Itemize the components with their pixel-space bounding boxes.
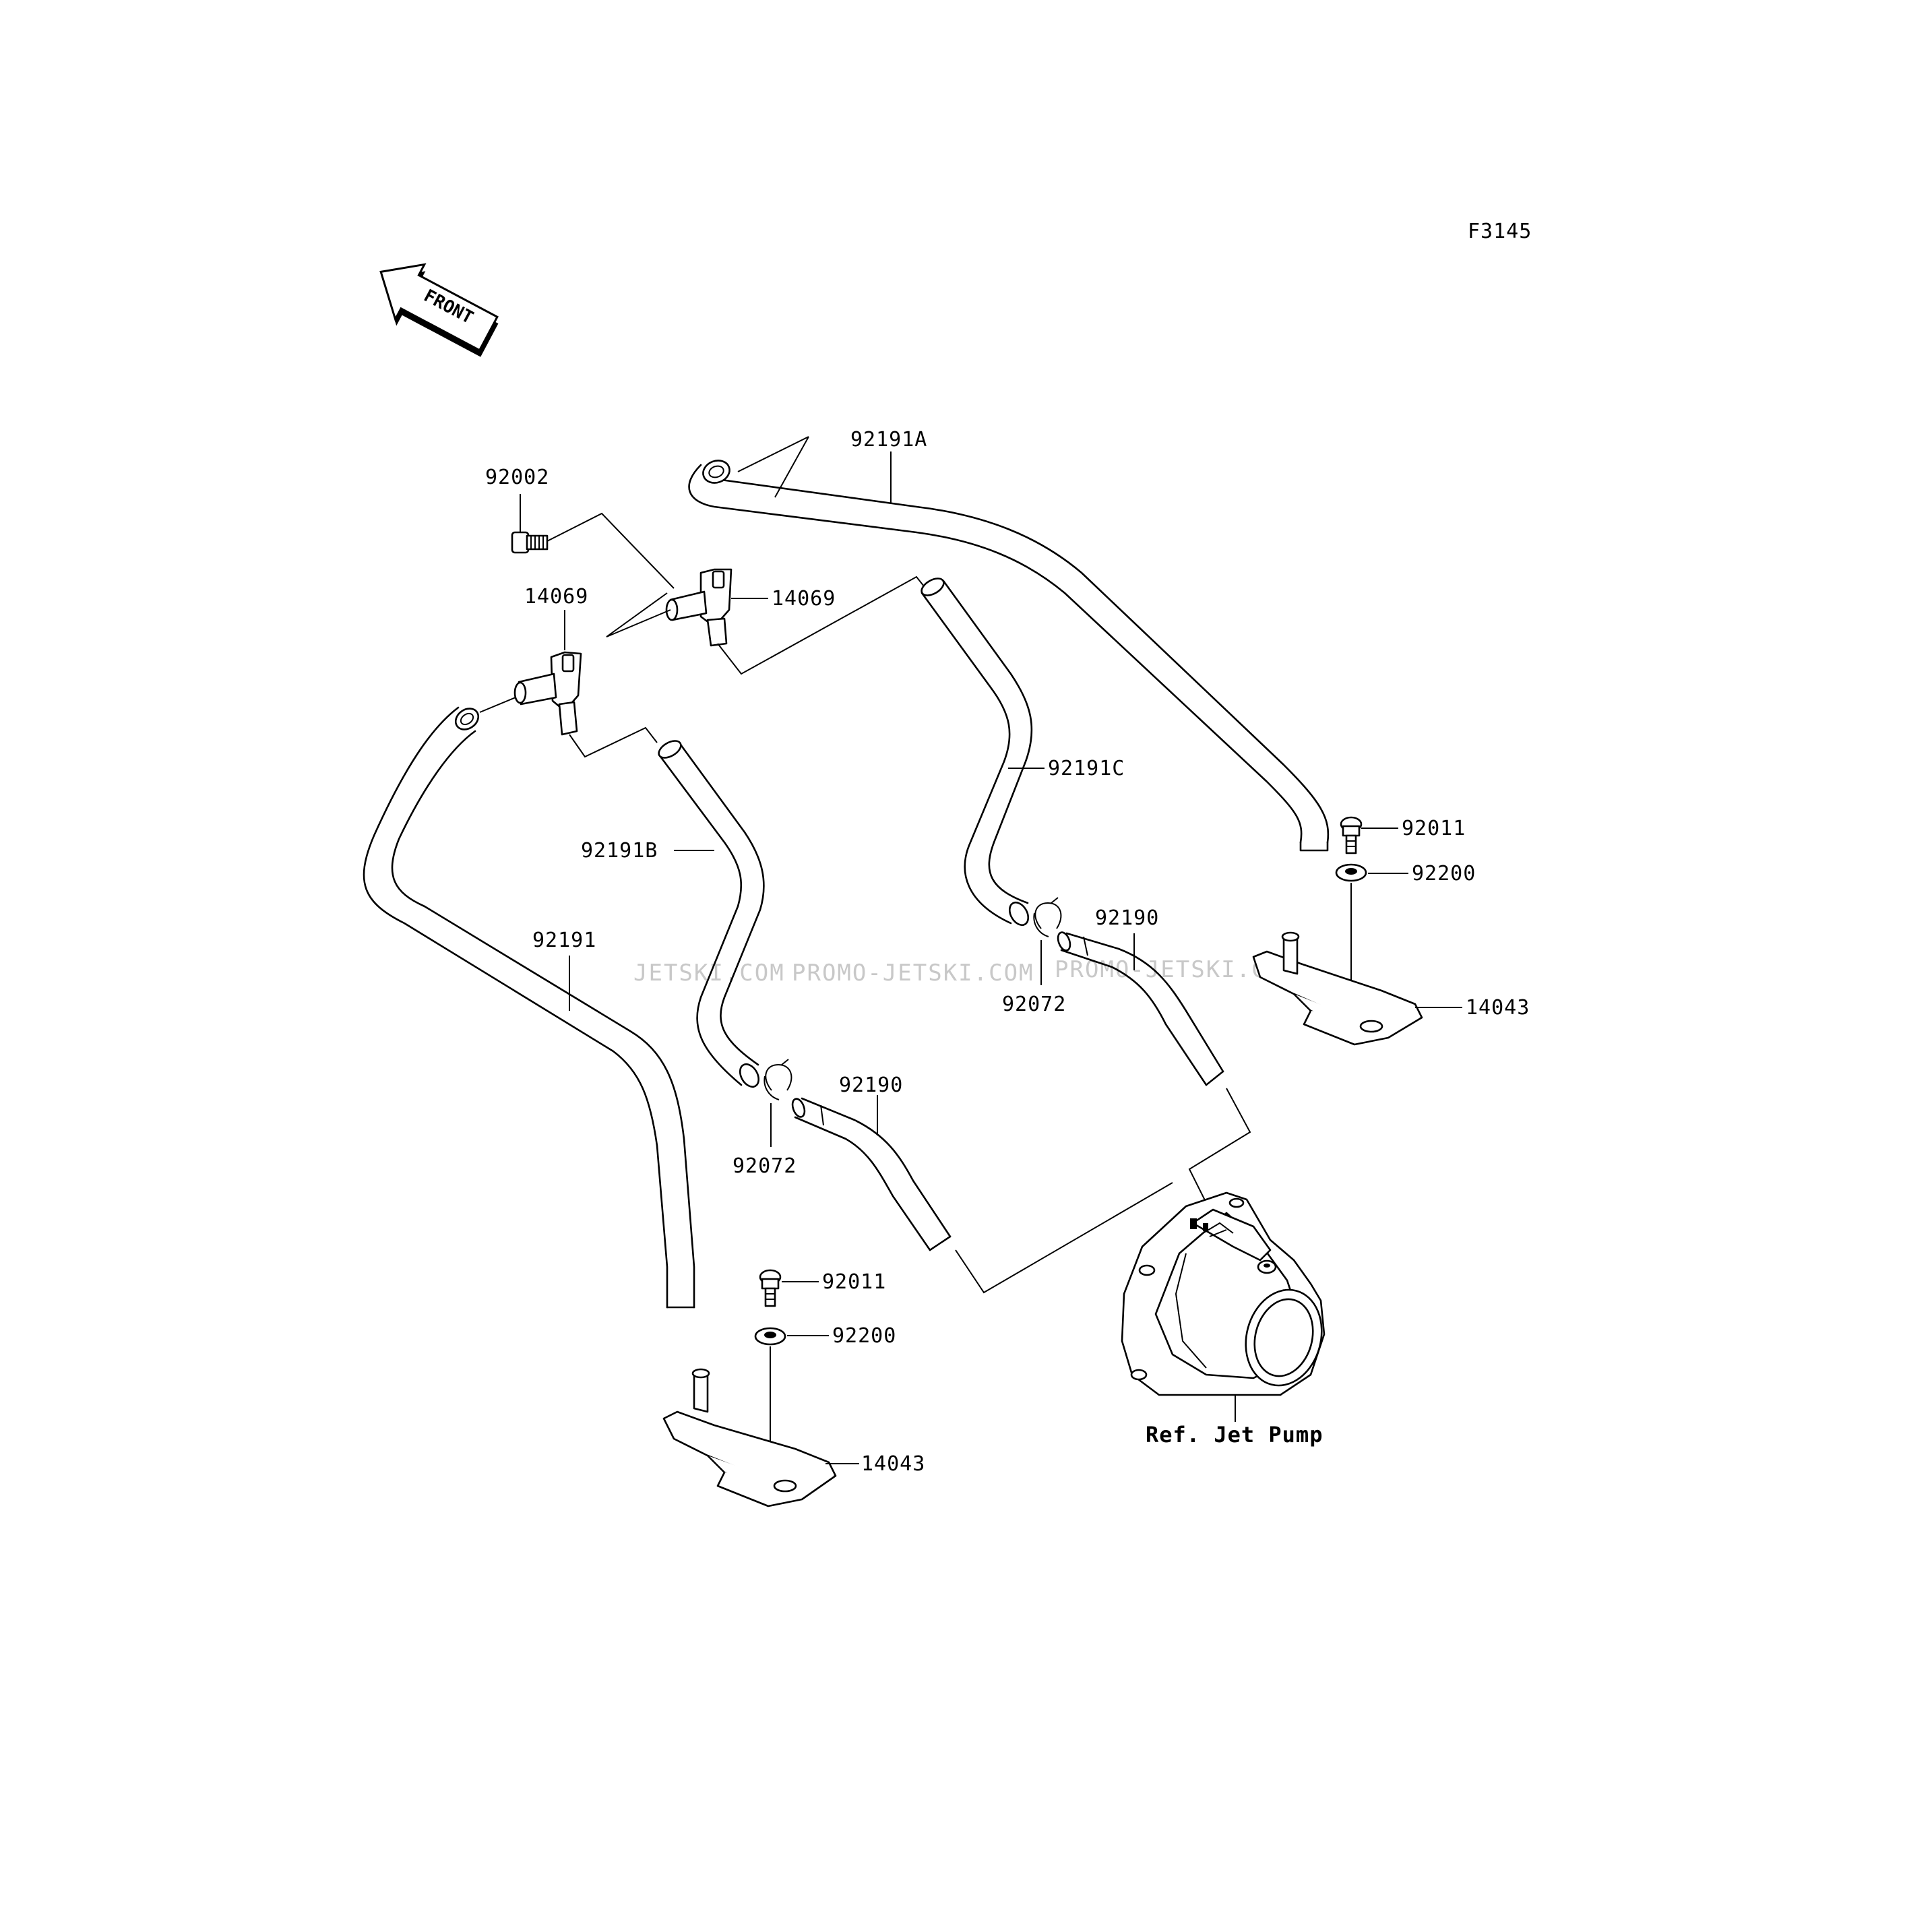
label-92011-right: 92011 [1402, 817, 1466, 840]
hose-joint-lower-icon [513, 651, 582, 736]
label-92191c: 92191C [1048, 757, 1125, 780]
label-14043-left: 14043 [861, 1452, 925, 1476]
jet-pump-icon [1121, 1191, 1326, 1396]
flange-bolt-icon [511, 531, 549, 554]
label-92200-left: 92200 [832, 1324, 896, 1348]
front-arrow-icon: FRONT [379, 263, 499, 357]
hose-92191c [921, 578, 1033, 927]
figure-code: F3145 [1468, 220, 1532, 243]
washer-left-icon [754, 1327, 786, 1346]
washer-right-icon [1335, 863, 1367, 882]
nozzle-right-icon [1252, 931, 1423, 1046]
label-92190-right: 92190 [1095, 906, 1159, 930]
nozzle-left-icon [662, 1368, 837, 1507]
screw-right-icon [1340, 816, 1363, 854]
leader-92002-line [547, 512, 675, 589]
label-14069-lower: 14069 [524, 585, 588, 609]
label-92072-left: 92072 [733, 1154, 797, 1178]
hose-92190-right [1057, 931, 1224, 1086]
hose-clamp-right-icon [1033, 897, 1062, 937]
hose-clamp-left-icon [764, 1059, 792, 1100]
hose-92191 [363, 706, 695, 1309]
connector-left-to-pump [955, 1182, 1173, 1294]
label-14043-right: 14043 [1466, 996, 1530, 1020]
connector-joint-to-92191 [479, 697, 516, 713]
label-92011-left: 92011 [822, 1270, 886, 1294]
screw-left-icon [759, 1269, 782, 1307]
hose-92191a [688, 460, 1330, 852]
label-92191: 92191 [532, 929, 596, 952]
label-92191b: 92191B [581, 839, 658, 863]
label-14069-upper: 14069 [772, 587, 836, 611]
label-92072-right: 92072 [1002, 993, 1066, 1016]
watermark-2: PROMO-JETSKI.COM [792, 960, 1034, 987]
label-92190-left: 92190 [839, 1073, 903, 1097]
label-92200-right: 92200 [1412, 862, 1476, 885]
hose-joint-upper-icon [665, 568, 733, 647]
label-ref-jet-pump: Ref. Jet Pump [1146, 1422, 1323, 1447]
label-92191a: 92191A [850, 428, 927, 451]
leader-14069-upper-fork [606, 592, 671, 637]
watermark-1: JETSKI.COM [633, 960, 785, 987]
hose-92191b [658, 740, 765, 1088]
connector-joint-to-92191c [717, 575, 927, 675]
connector-joint-to-92191b [569, 726, 658, 758]
label-92002: 92002 [485, 466, 549, 489]
connector-right-to-pump [1188, 1088, 1251, 1210]
leader-92191a-fork [737, 436, 809, 498]
hose-92190-left [791, 1097, 952, 1251]
